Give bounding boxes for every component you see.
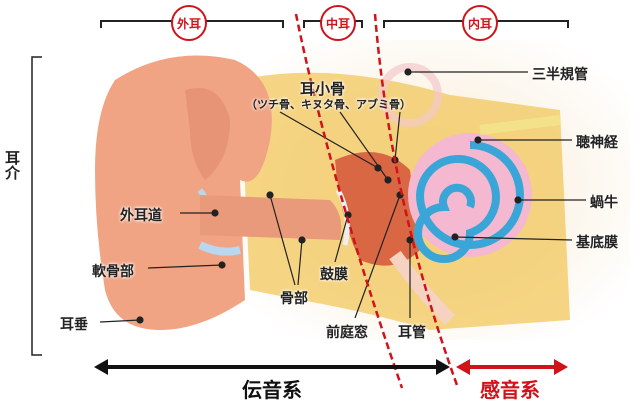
region-outer-ear: 外耳 (171, 5, 207, 41)
label-semicircular-canals: 三半規管 (532, 67, 588, 83)
label-auditory-nerve: 聴神経 (576, 135, 618, 151)
label-earlobe: 耳垂 (60, 317, 88, 333)
region-inner-ear: 内耳 (462, 5, 498, 41)
label-bony-part: 骨部 (280, 291, 308, 307)
label-eustachian-tube: 耳管 (398, 325, 426, 341)
label-sensorineural-system: 感音系 (480, 378, 540, 400)
region-middle-ear: 中耳 (320, 5, 356, 41)
label-ossicles-detail: （ツチ骨、キヌタ骨、アブミ骨） (246, 98, 411, 111)
label-pinna: 耳介 (3, 150, 21, 180)
semicircular-canals-shape (378, 63, 442, 127)
label-cartilage-part: 軟骨部 (92, 264, 134, 280)
outer-middle-boundary (294, 13, 404, 389)
label-conductive-system: 伝音系 (242, 378, 302, 400)
label-oval-window: 前庭窓 (326, 325, 368, 341)
label-eardrum: 鼓膜 (320, 267, 348, 283)
label-ear-canal: 外耳道 (120, 208, 162, 224)
ear-canal-shape (200, 195, 342, 240)
middle-inner-boundary (373, 13, 460, 389)
label-cochlea: 蝸牛 (590, 195, 618, 211)
label-basilar-membrane: 基底膜 (576, 235, 618, 251)
label-ossicles: 耳小骨 (300, 80, 346, 98)
